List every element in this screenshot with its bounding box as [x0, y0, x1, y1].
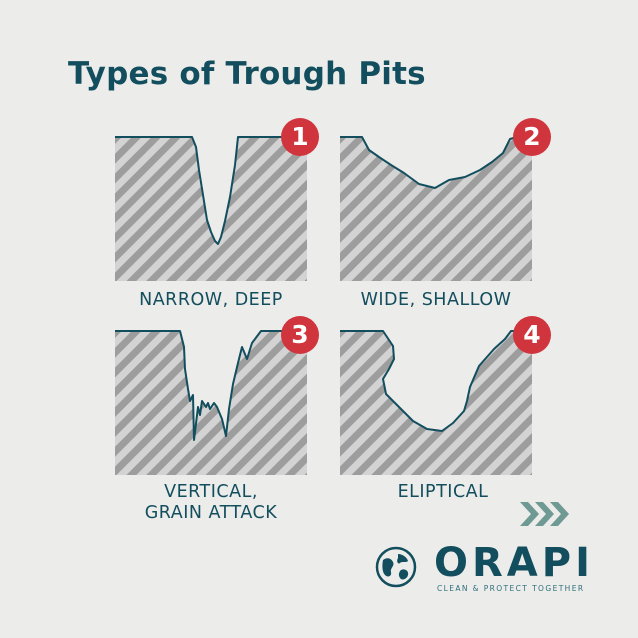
pit-label-eliptical: ELIPTICAL — [323, 482, 563, 503]
pit-label-wide-shallow: WIDE, SHALLOW — [316, 290, 556, 311]
pit-number-badge-2: 2 — [513, 118, 551, 156]
pit-label-line: ELIPTICAL — [397, 482, 489, 502]
pit-label-narrow-deep: NARROW, DEEP — [91, 290, 331, 311]
pit-diagram-vertical-grain-attack — [115, 330, 307, 475]
globe-logo-icon — [375, 546, 417, 588]
pit-number-badge-3: 3 — [281, 316, 319, 354]
pit-number-badge-4: 4 — [513, 316, 551, 354]
pit-number-badge-1: 1 — [281, 118, 319, 156]
pit-label-line: GRAIN ATTACK — [144, 503, 278, 523]
brand-name: ORAPI — [434, 540, 594, 586]
pit-diagram-wide-shallow — [340, 136, 532, 281]
pit-diagram-narrow-deep — [115, 136, 307, 281]
chevron-arrows-icon — [520, 502, 569, 526]
brand-tagline: CLEAN & PROTECT TOGETHER — [437, 584, 585, 593]
page-title: Types of Trough Pits — [68, 56, 426, 92]
pit-label-vertical-grain-attack: VERTICAL, GRAIN ATTACK — [91, 482, 331, 524]
pit-label-line: WIDE, SHALLOW — [360, 290, 512, 310]
pit-diagram-eliptical — [340, 330, 532, 475]
pit-label-line: NARROW, DEEP — [139, 290, 283, 310]
pit-label-line: VERTICAL, — [164, 482, 258, 502]
